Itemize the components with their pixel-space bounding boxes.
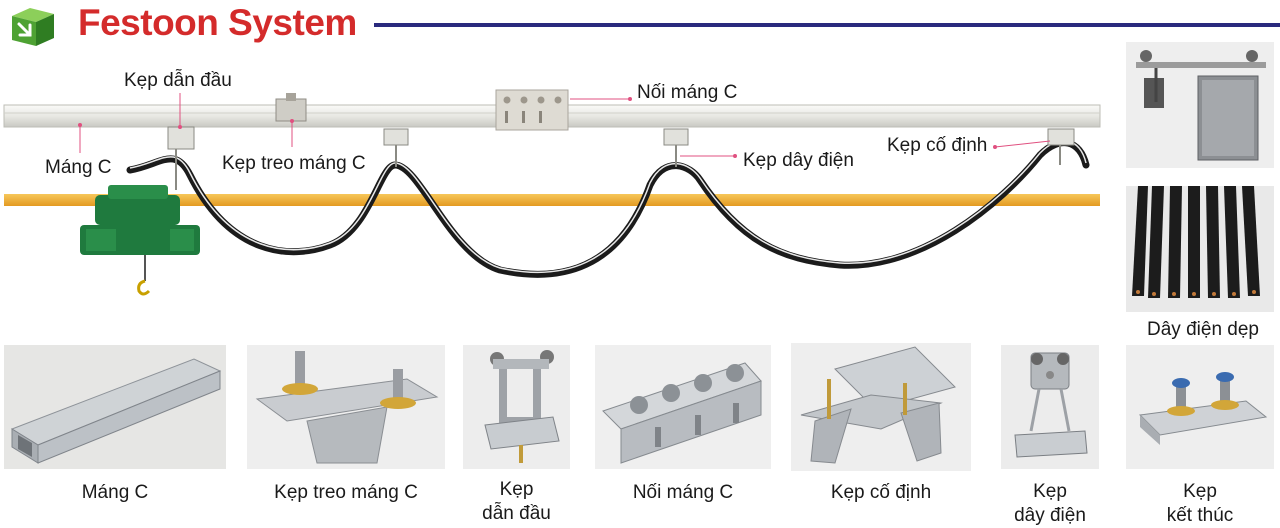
- component-label-kep-co-dinh: Kẹp cố định: [791, 481, 971, 505]
- component-label-noi-mang-c: Nối máng C: [595, 481, 771, 505]
- component-label-kep-day-dien: Kẹp dây điện: [995, 480, 1105, 528]
- component-photo-kep-co-dinh: [791, 343, 971, 471]
- label-line: Kẹp: [463, 478, 570, 502]
- callout-kep-co-dinh: Kẹp cố định: [887, 135, 987, 157]
- title-divider: [374, 23, 1280, 27]
- logo-icon: [8, 4, 58, 48]
- callout-kep-treo-mang-c: Kẹp treo máng C: [222, 153, 366, 175]
- festoon-diagram: [0, 55, 1110, 305]
- flat-cable-photo: [1126, 186, 1274, 312]
- callout-mang-c: Máng C: [45, 157, 112, 179]
- component-photo-kep-treo-mang-c: [247, 345, 445, 469]
- flat-cable-label: Dây điện dẹp: [1126, 318, 1280, 342]
- component-photo-noi-mang-c: [595, 345, 771, 469]
- callout-kep-dan-dau: Kẹp dẫn đầu: [124, 70, 232, 92]
- component-label-kep-dan-dau: Kẹp dẫn đầu: [463, 478, 570, 526]
- label-line: kết thúc: [1126, 504, 1274, 528]
- end-carrier-photo: [1126, 42, 1274, 168]
- component-label-kep-ket-thuc: Kẹp kết thúc: [1126, 480, 1274, 528]
- page-title: Festoon System: [78, 2, 357, 44]
- label-line: dây điện: [995, 504, 1105, 528]
- label-line: dẫn đầu: [463, 502, 570, 526]
- label-line: Kẹp: [1126, 480, 1274, 504]
- component-photo-kep-ket-thuc: [1126, 345, 1274, 469]
- component-label-kep-treo-mang-c: Kẹp treo máng C: [247, 481, 445, 505]
- component-photo-mang-c: [4, 345, 226, 469]
- label-line: Kẹp: [995, 480, 1105, 504]
- callout-noi-mang-c: Nối máng C: [637, 82, 737, 104]
- component-photo-kep-dan-dau: [463, 345, 570, 469]
- callout-kep-day-dien: Kẹp dây điện: [743, 150, 854, 172]
- component-photo-kep-day-dien: [1001, 345, 1099, 469]
- component-label-mang-c: Máng C: [4, 481, 226, 505]
